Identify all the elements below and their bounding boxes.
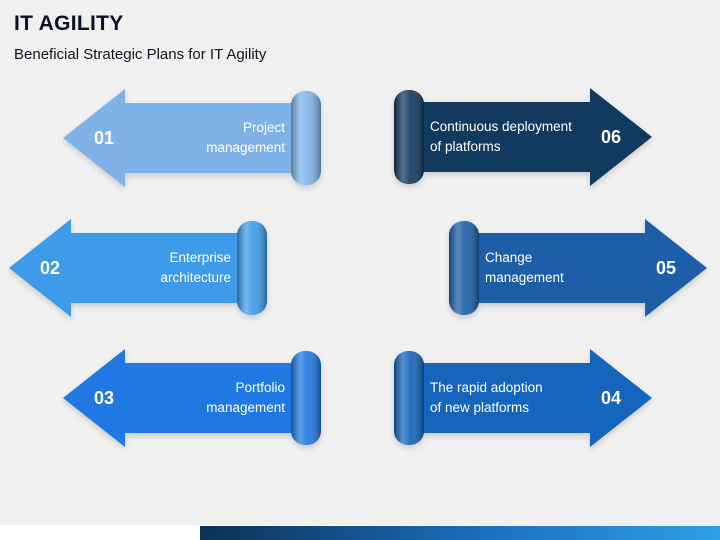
right-arrow-icon bbox=[394, 349, 652, 447]
slide-title: IT AGILITY bbox=[14, 12, 124, 35]
arrow-number: 06 bbox=[600, 126, 622, 147]
footer-accent-bar bbox=[200, 526, 720, 540]
arrow-label: Change management bbox=[485, 249, 564, 285]
slide-subtitle: Beneficial Strategic Plans for IT Agilit… bbox=[14, 46, 267, 63]
footer-strip bbox=[0, 525, 720, 540]
arrow-number: 02 bbox=[39, 257, 61, 278]
left-arrow-icon bbox=[9, 219, 267, 317]
left-arrow-icon bbox=[63, 89, 321, 187]
arrow-banner-02: 02 Enterprise architecture bbox=[9, 218, 277, 318]
arrow-banner-01: 01 Project management bbox=[63, 88, 331, 188]
right-arrow-icon bbox=[394, 88, 652, 186]
arrow-number: 01 bbox=[93, 127, 115, 148]
arrow-banner-04: 04 The rapid adoption of new platforms bbox=[384, 348, 652, 448]
arrow-label: The rapid adoption of new platforms bbox=[430, 379, 543, 415]
arrow-number: 05 bbox=[655, 257, 677, 278]
arrow-label: Continuous deployment of platforms bbox=[430, 118, 572, 154]
arrow-banner-05: 05 Change management bbox=[439, 218, 707, 318]
arrow-label: Enterprise architecture bbox=[160, 249, 231, 285]
arrow-banner-06: 06 Continuous deployment of platforms bbox=[384, 87, 652, 187]
arrow-label: Project management bbox=[206, 119, 285, 155]
right-arrow-icon bbox=[449, 219, 707, 317]
arrow-number: 04 bbox=[600, 387, 622, 408]
arrow-banner-03: 03 Portfolio management bbox=[63, 348, 331, 448]
arrow-number: 03 bbox=[93, 387, 115, 408]
arrow-label: Portfolio management bbox=[206, 379, 285, 415]
left-arrow-icon bbox=[63, 349, 321, 447]
